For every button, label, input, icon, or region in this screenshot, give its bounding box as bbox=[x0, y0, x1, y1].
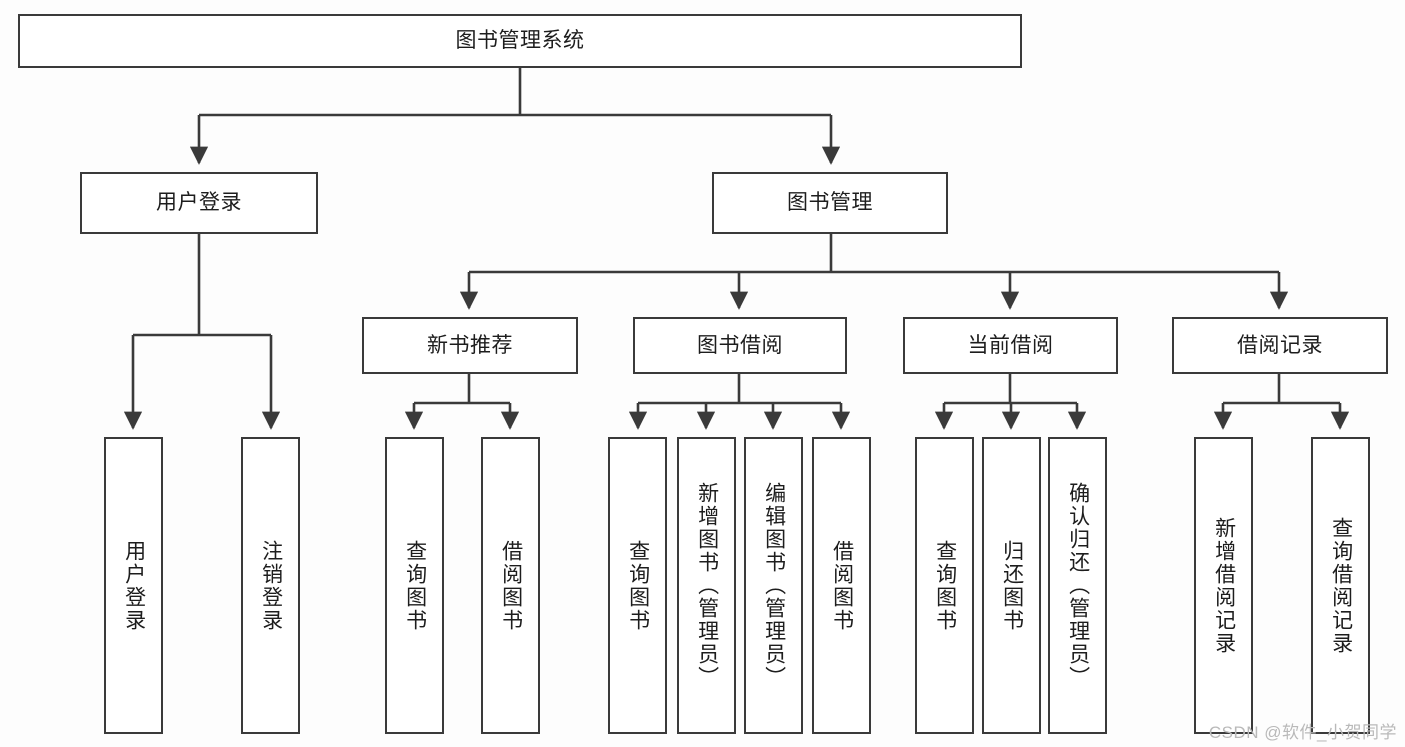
node-root-label: 图书管理系统 bbox=[455, 29, 585, 53]
node-leaf-add-record-label: 新增借阅记录 bbox=[1212, 516, 1236, 655]
watermark: CSDN @软件_小贺同学 bbox=[1208, 723, 1397, 742]
node-user-login[interactable]: 用户登录 bbox=[80, 172, 318, 234]
node-book-manage[interactable]: 图书管理 bbox=[712, 172, 948, 234]
node-leaf-borrow-book-2[interactable]: 借阅图书 bbox=[812, 437, 871, 734]
node-leaf-add-book[interactable]: 新增图书（管理员） bbox=[677, 437, 736, 734]
node-leaf-edit-book[interactable]: 编辑图书（管理员） bbox=[744, 437, 803, 734]
node-current-borrow-label: 当前借阅 bbox=[967, 333, 1054, 357]
node-new-book-rec[interactable]: 新书推荐 bbox=[362, 317, 578, 374]
node-leaf-borrow-book-1-label: 借阅图书 bbox=[499, 539, 523, 632]
node-leaf-query-book-2-label: 查询图书 bbox=[626, 539, 650, 632]
node-new-book-rec-label: 新书推荐 bbox=[427, 333, 513, 357]
node-leaf-query-record-label: 查询借阅记录 bbox=[1329, 516, 1353, 655]
node-root[interactable]: 图书管理系统 bbox=[18, 14, 1022, 68]
node-leaf-user-logout[interactable]: 注销登录 bbox=[241, 437, 300, 734]
node-leaf-confirm-return[interactable]: 确认归还（管理员） bbox=[1048, 437, 1107, 734]
node-leaf-confirm-return-label: 确认归还（管理员） bbox=[1066, 482, 1090, 689]
node-leaf-query-book-2[interactable]: 查询图书 bbox=[608, 437, 667, 734]
node-leaf-return-book-label: 归还图书 bbox=[1000, 539, 1024, 632]
node-leaf-borrow-book-1[interactable]: 借阅图书 bbox=[481, 437, 540, 734]
node-leaf-user-login[interactable]: 用户登录 bbox=[104, 437, 163, 734]
node-borrow-record[interactable]: 借阅记录 bbox=[1172, 317, 1388, 374]
node-leaf-add-record[interactable]: 新增借阅记录 bbox=[1194, 437, 1253, 734]
node-leaf-query-book-3[interactable]: 查询图书 bbox=[915, 437, 974, 734]
node-user-login-label: 用户登录 bbox=[156, 191, 242, 215]
node-leaf-query-book-1-label: 查询图书 bbox=[403, 539, 427, 632]
node-borrow-record-label: 借阅记录 bbox=[1237, 333, 1323, 357]
node-book-borrow-label: 图书借阅 bbox=[697, 333, 783, 357]
node-book-manage-label: 图书管理 bbox=[787, 191, 873, 215]
node-book-borrow[interactable]: 图书借阅 bbox=[633, 317, 847, 374]
node-leaf-user-login-label: 用户登录 bbox=[122, 539, 146, 632]
node-leaf-add-book-label: 新增图书（管理员） bbox=[695, 482, 719, 689]
node-leaf-query-book-1[interactable]: 查询图书 bbox=[385, 437, 444, 734]
node-leaf-user-logout-label: 注销登录 bbox=[259, 539, 283, 632]
node-current-borrow[interactable]: 当前借阅 bbox=[903, 317, 1118, 374]
node-leaf-borrow-book-2-label: 借阅图书 bbox=[830, 539, 854, 632]
node-leaf-query-book-3-label: 查询图书 bbox=[933, 539, 957, 632]
node-leaf-return-book[interactable]: 归还图书 bbox=[982, 437, 1041, 734]
node-leaf-edit-book-label: 编辑图书（管理员） bbox=[762, 482, 786, 689]
node-leaf-query-record[interactable]: 查询借阅记录 bbox=[1311, 437, 1370, 734]
